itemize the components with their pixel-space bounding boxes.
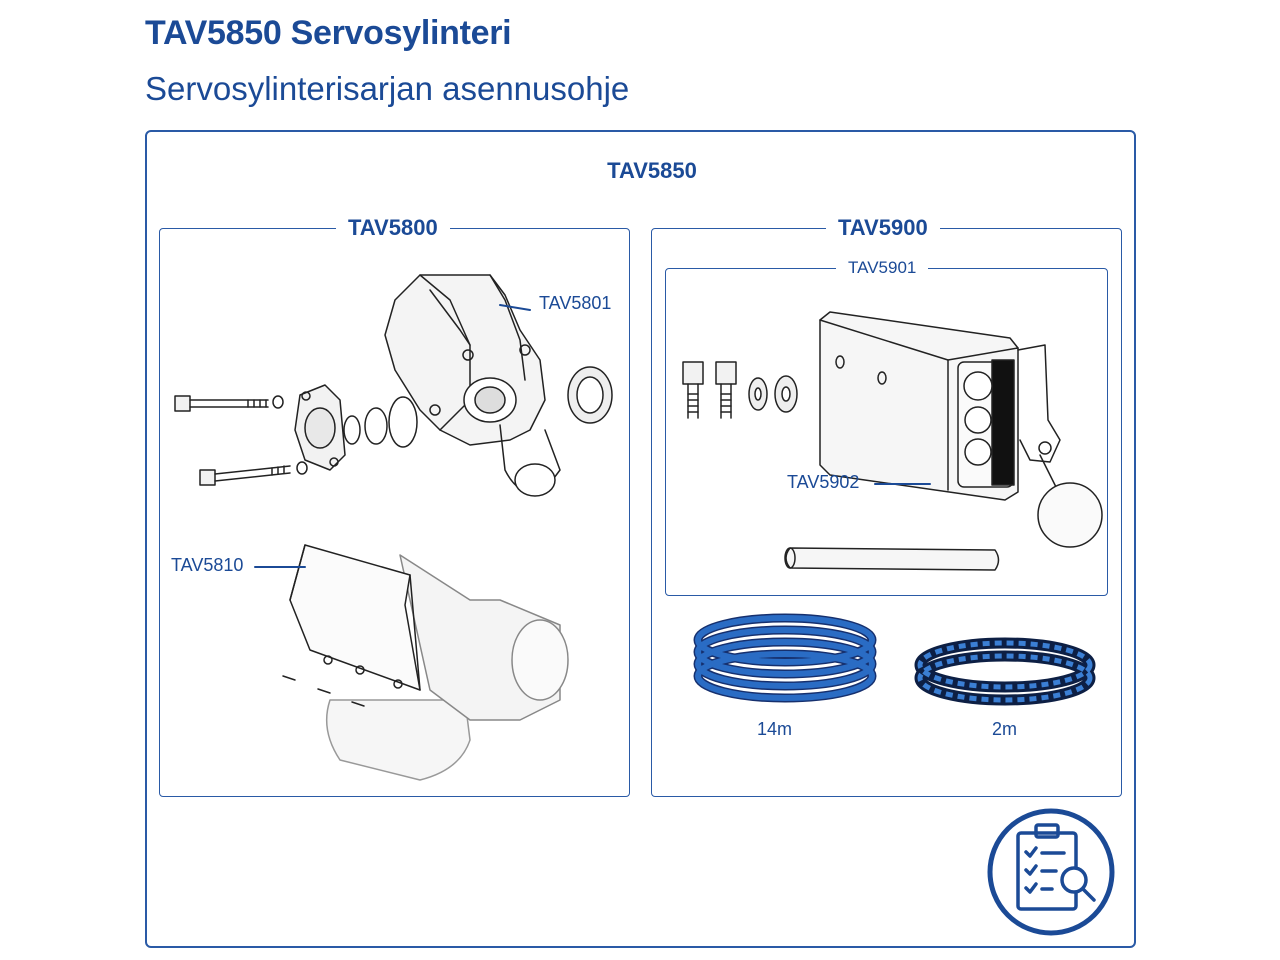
kit-frame [145, 130, 1136, 948]
kit-code: TAV5850 [607, 158, 697, 183]
label-hose-14m: 14m [757, 719, 793, 739]
page-title: TAV5850 Servosylinteri [145, 14, 512, 52]
label-hose-2m: 2m [992, 719, 1018, 739]
mounting-plate-drawing [254, 544, 569, 781]
group-tav5800-label: TAV5800 [336, 215, 450, 241]
clipboard-checklist-magnifier-icon [987, 808, 1115, 936]
tube-drawing [784, 547, 1000, 571]
label-tav5810: TAV5810 [171, 555, 244, 575]
page-subtitle: Servosylinterisarjan asennusohje [145, 70, 630, 107]
valve-box-drawing [819, 311, 1103, 548]
short-bolts-drawing [682, 361, 737, 419]
hose-2m-drawing [914, 637, 1096, 706]
o-rings-drawing [343, 396, 418, 448]
group-tav5900-label: TAV5900 [826, 215, 940, 241]
label-tav5801: TAV5801 [539, 293, 612, 313]
seal-ring-drawing [567, 366, 613, 424]
hose-14m-drawing [693, 613, 877, 703]
servo-cylinder-drawing [384, 274, 561, 497]
label-tav5902: TAV5902 [787, 472, 860, 492]
washers-drawing [748, 375, 798, 413]
long-bolts-drawing [174, 395, 308, 486]
flange-plate-drawing [294, 384, 346, 471]
group-tav5901-label: TAV5901 [836, 258, 929, 278]
